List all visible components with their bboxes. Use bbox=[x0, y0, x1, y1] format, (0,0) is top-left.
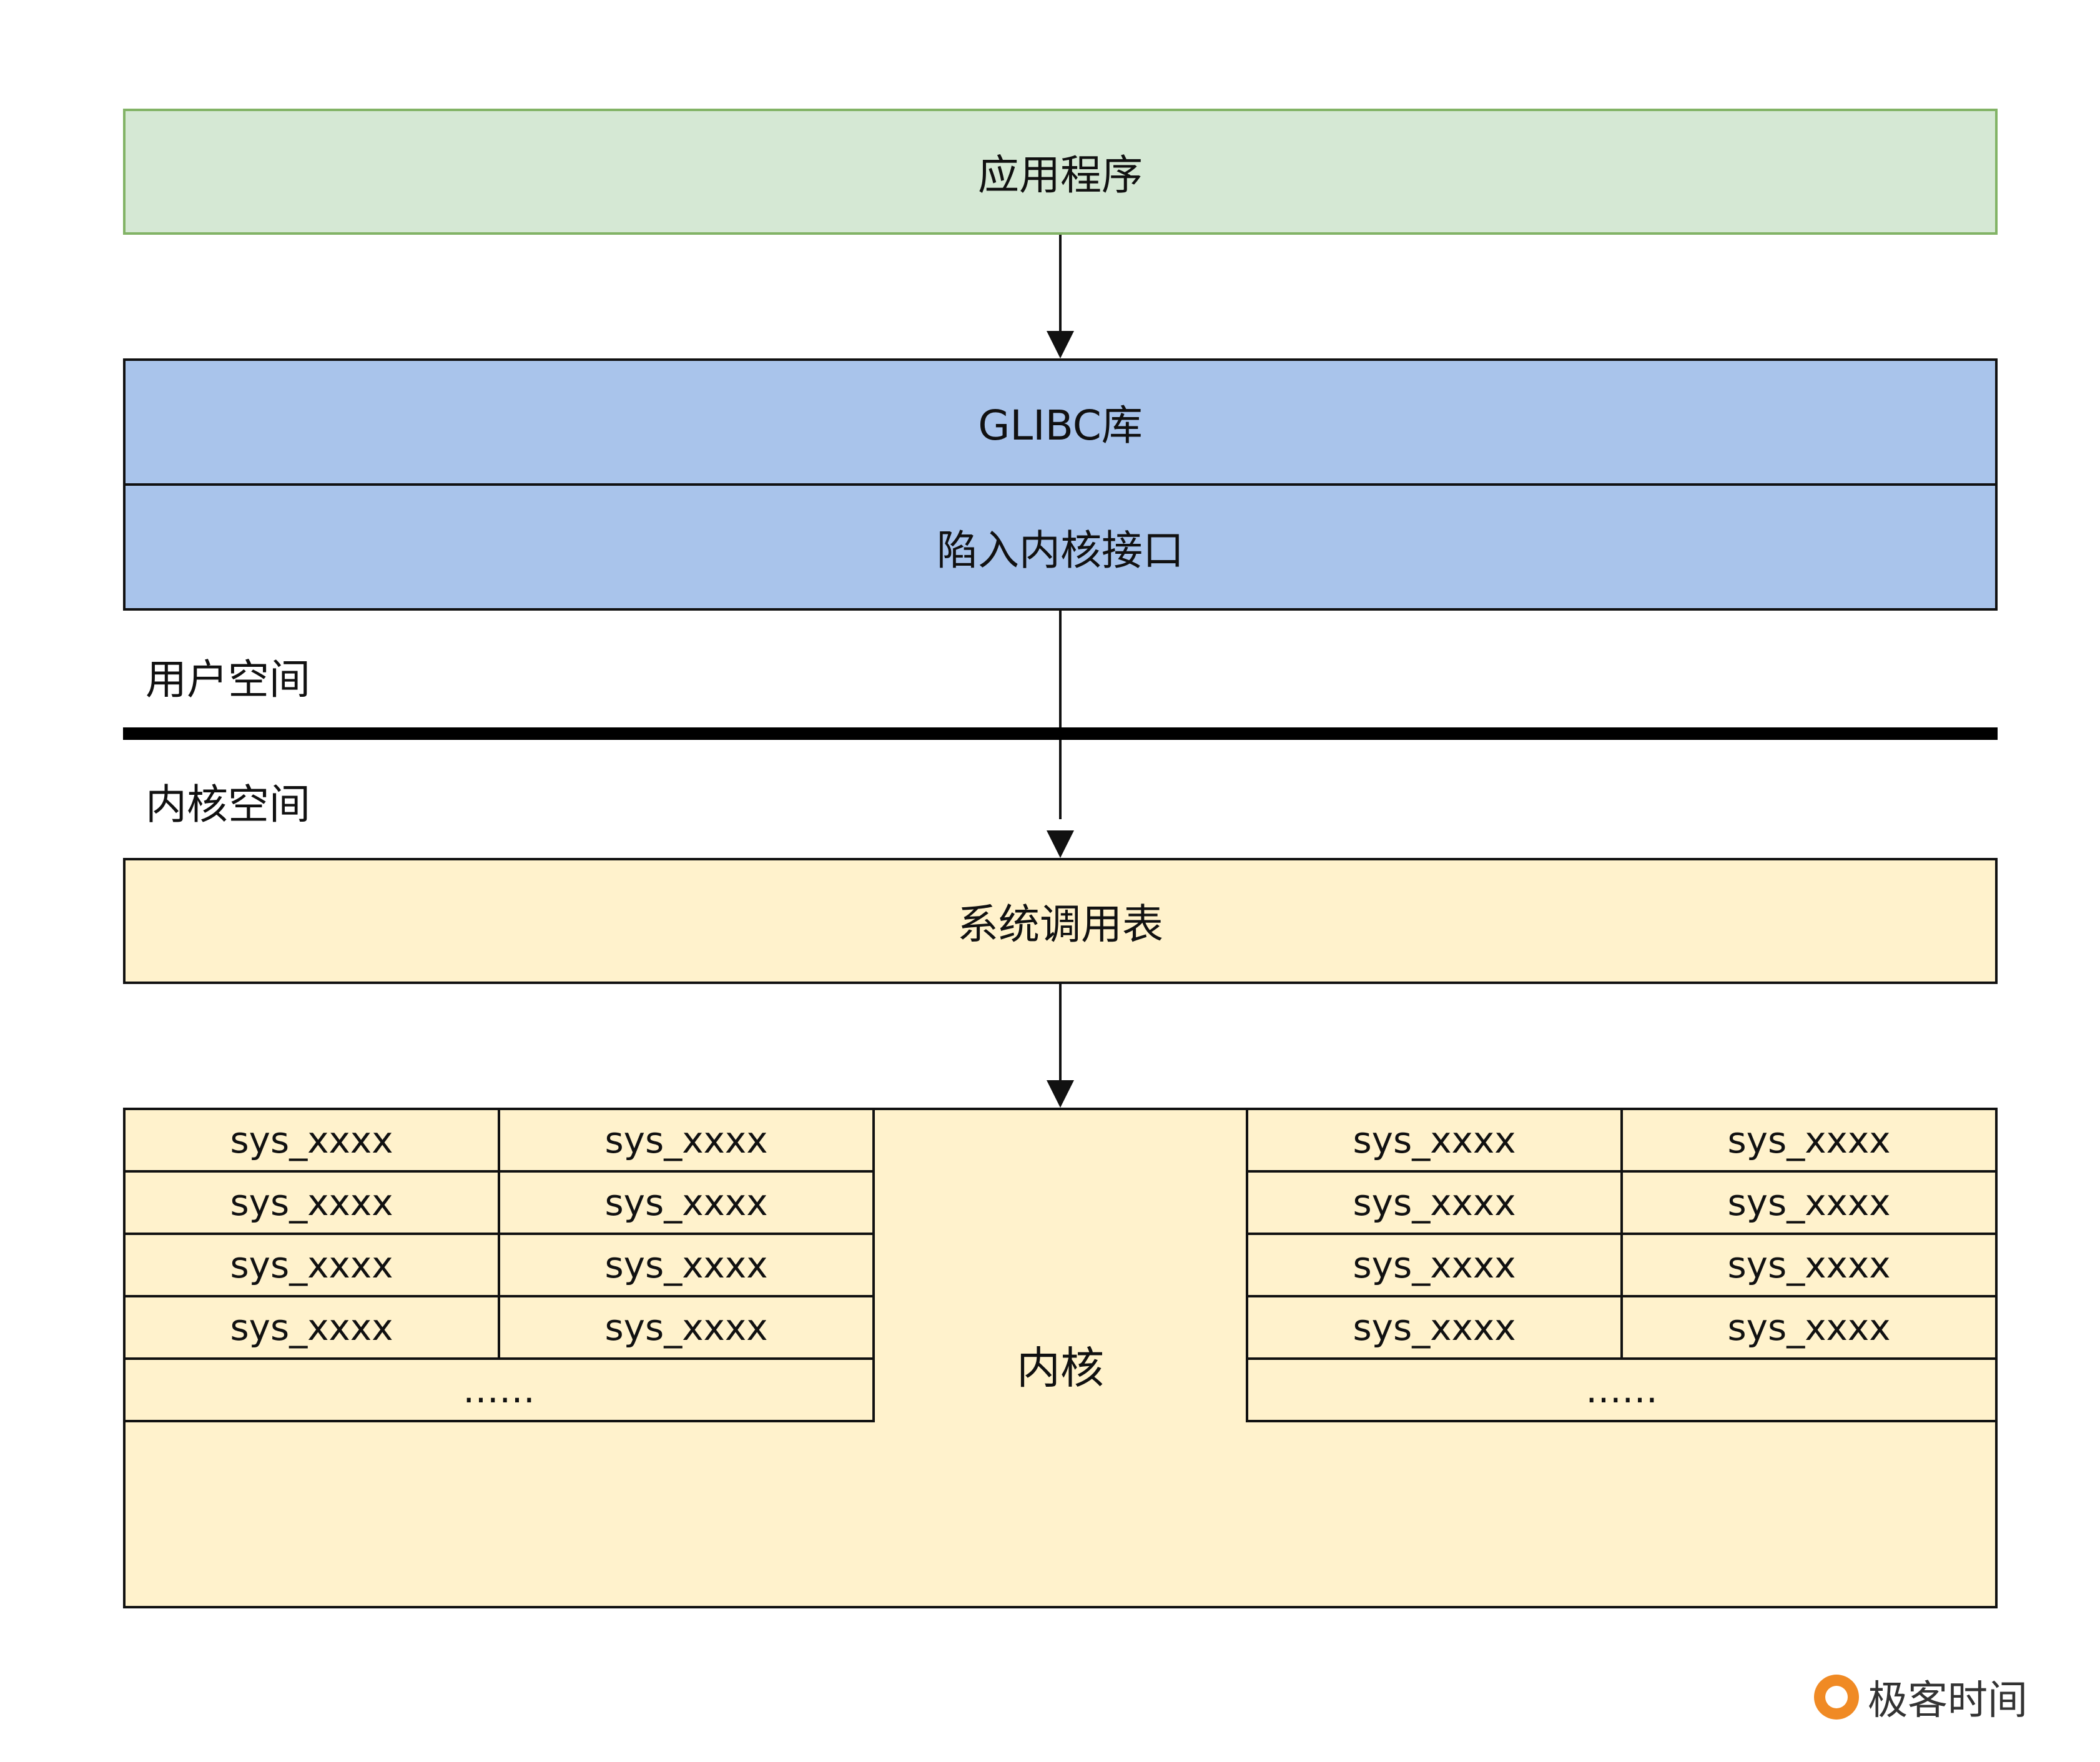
arrow-interface-to-syscall-table-head bbox=[1047, 830, 1074, 858]
left-table-ellipsis-row: …… bbox=[123, 1357, 875, 1422]
glibc-label: GLIBC库 bbox=[978, 401, 1143, 450]
kernel-space-label: 内核空间 bbox=[145, 780, 310, 829]
user-kernel-divider bbox=[123, 727, 1998, 740]
application-label: 应用程序 bbox=[978, 151, 1143, 199]
arrow-syscall-table-to-kernel bbox=[1059, 984, 1062, 1084]
syscall-table-label: 系统调用表 bbox=[957, 900, 1163, 948]
right-table-cell: sys_xxxx bbox=[1246, 1233, 1623, 1297]
kernel-label: 内核 bbox=[1017, 1342, 1104, 1394]
right-table-cell: sys_xxxx bbox=[1620, 1108, 1998, 1173]
arrow-app-to-glibc bbox=[1059, 235, 1062, 335]
left-table-cell: sys_xxxx bbox=[498, 1233, 875, 1297]
left-table-cell: sys_xxxx bbox=[123, 1295, 500, 1360]
left-table-cell: sys_xxxx bbox=[123, 1233, 500, 1297]
right-table-ellipsis-row: …… bbox=[1246, 1357, 1998, 1422]
application-box: 应用程序 bbox=[123, 109, 1998, 235]
right-table-cell: sys_xxxx bbox=[1620, 1233, 1998, 1297]
kernel-trap-interface-label: 陷入内核接口 bbox=[937, 526, 1184, 574]
right-table-cell: sys_xxxx bbox=[1246, 1295, 1623, 1360]
left-table-cell: sys_xxxx bbox=[123, 1170, 500, 1235]
right-table-cell: sys_xxxx bbox=[1246, 1108, 1623, 1173]
arrow-syscall-table-to-kernel-head bbox=[1047, 1080, 1074, 1108]
right-table-cell: sys_xxxx bbox=[1620, 1295, 1998, 1360]
left-table-cell: sys_xxxx bbox=[123, 1108, 500, 1173]
arrow-interface-to-syscall-table bbox=[1059, 611, 1062, 819]
glibc-box: GLIBC库 bbox=[123, 358, 1998, 486]
left-table-cell: sys_xxxx bbox=[498, 1108, 875, 1173]
brand-logo: 极客时间 bbox=[1814, 1668, 2028, 1726]
right-table-cell: sys_xxxx bbox=[1620, 1170, 1998, 1235]
kernel-trap-interface-box: 陷入内核接口 bbox=[123, 483, 1998, 611]
arrow-app-to-glibc-head bbox=[1047, 331, 1074, 358]
user-space-label: 用户空间 bbox=[145, 656, 310, 704]
right-table-ellipsis: …… bbox=[1585, 1369, 1658, 1411]
right-table-cell: sys_xxxx bbox=[1246, 1170, 1623, 1235]
syscall-table-box: 系统调用表 bbox=[123, 858, 1998, 984]
brand-name: 极客时间 bbox=[1868, 1678, 2028, 1724]
geektime-logo-icon bbox=[1814, 1675, 1859, 1720]
left-table-ellipsis: …… bbox=[463, 1369, 535, 1411]
left-table-cell: sys_xxxx bbox=[498, 1170, 875, 1235]
left-table-cell: sys_xxxx bbox=[498, 1295, 875, 1360]
